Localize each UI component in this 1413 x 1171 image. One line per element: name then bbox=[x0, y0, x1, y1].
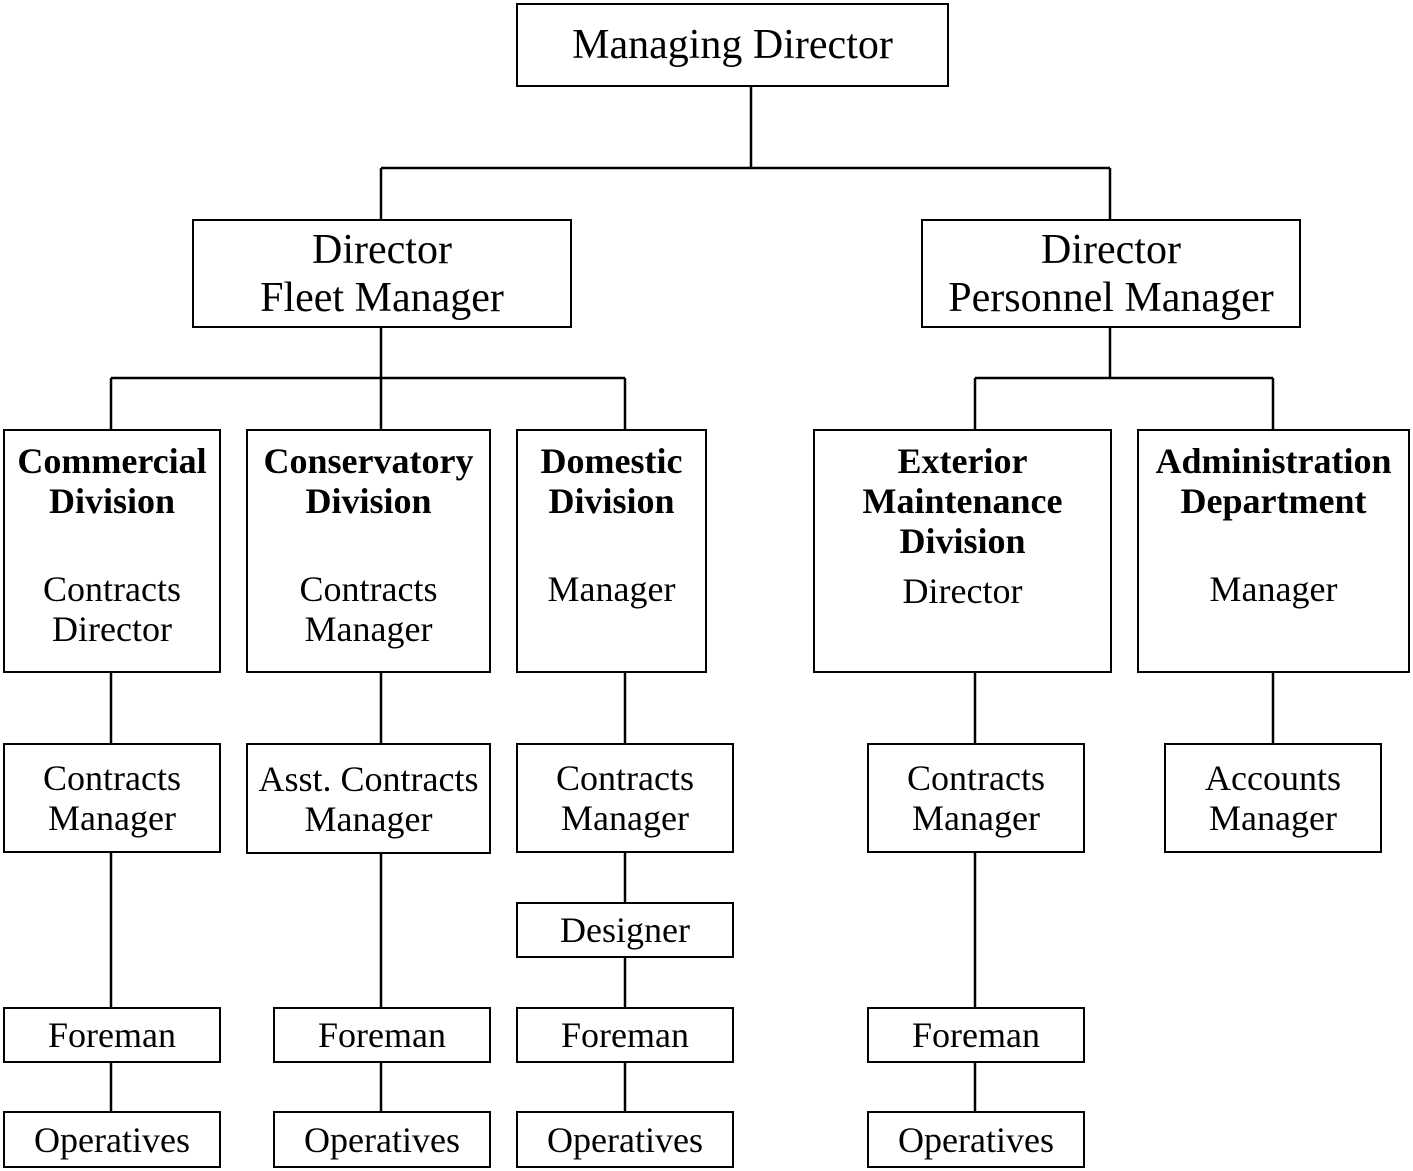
exterior-foreman-label: Foreman bbox=[912, 1015, 1040, 1055]
exterior-manager-line2: Manager bbox=[912, 798, 1040, 838]
conservatory-foreman-label: Foreman bbox=[318, 1015, 446, 1055]
accounts-manager-box: Accounts Manager bbox=[1164, 743, 1382, 853]
commercial-foreman-label: Foreman bbox=[48, 1015, 176, 1055]
conservatory-asst-contracts-manager-box: Asst. Contracts Manager bbox=[246, 743, 491, 854]
commercial-division-role-1: Contracts bbox=[43, 569, 181, 609]
domestic-manager-line2: Manager bbox=[561, 798, 689, 838]
director-personnel-line1: Director bbox=[1041, 226, 1181, 273]
conservatory-division-name-2: Division bbox=[305, 481, 432, 521]
commercial-division-role-2: Director bbox=[52, 609, 172, 649]
administration-department-name-1: Administration bbox=[1155, 441, 1392, 481]
domestic-foreman-label: Foreman bbox=[561, 1015, 689, 1055]
exterior-maintenance-division-box: Exterior Maintenance Division Director bbox=[813, 429, 1112, 673]
commercial-operatives-box: Operatives bbox=[3, 1111, 221, 1168]
domestic-division-name-1: Domestic bbox=[540, 441, 683, 481]
conservatory-division-role-1: Contracts bbox=[299, 569, 438, 609]
conservatory-division-role-2: Manager bbox=[304, 609, 433, 649]
commercial-division-name-2: Division bbox=[48, 481, 176, 521]
domestic-manager-line1: Contracts bbox=[556, 758, 694, 798]
domestic-designer-label: Designer bbox=[560, 910, 690, 950]
exterior-division-name-3: Division bbox=[899, 521, 1026, 561]
director-fleet-line2: Fleet Manager bbox=[260, 274, 504, 321]
conservatory-operatives-label: Operatives bbox=[304, 1119, 460, 1160]
commercial-foreman-box: Foreman bbox=[3, 1007, 221, 1063]
domestic-division-name-2: Division bbox=[548, 481, 675, 521]
conservatory-manager-line1: Asst. Contracts bbox=[258, 758, 479, 799]
exterior-foreman-box: Foreman bbox=[867, 1007, 1085, 1063]
administration-department-box: Administration Department Manager bbox=[1137, 429, 1410, 673]
exterior-operatives-label: Operatives bbox=[898, 1119, 1054, 1160]
exterior-manager-line1: Contracts bbox=[907, 758, 1045, 798]
commercial-division-box: Commercial Division Contracts Director bbox=[3, 429, 221, 673]
administration-department-role-1: Manager bbox=[1209, 569, 1338, 609]
managing-director-title: Managing Director bbox=[572, 22, 893, 68]
administration-manager-line2: Manager bbox=[1209, 798, 1337, 838]
exterior-division-name-2: Maintenance bbox=[862, 481, 1063, 521]
commercial-division-name-1: Commercial bbox=[17, 441, 207, 481]
managing-director-box: Managing Director bbox=[516, 3, 949, 87]
domestic-division-role-1: Manager bbox=[547, 569, 676, 609]
director-personnel-line2: Personnel Manager bbox=[948, 274, 1274, 321]
domestic-contracts-manager-box: Contracts Manager bbox=[516, 743, 734, 853]
commercial-manager-line1: Contracts bbox=[43, 758, 181, 798]
commercial-manager-line2: Manager bbox=[48, 798, 176, 838]
domestic-operatives-box: Operatives bbox=[516, 1111, 734, 1168]
domestic-foreman-box: Foreman bbox=[516, 1007, 734, 1063]
administration-department-name-2: Department bbox=[1180, 481, 1367, 521]
director-fleet-line1: Director bbox=[312, 226, 452, 273]
conservatory-foreman-box: Foreman bbox=[273, 1007, 491, 1063]
director-personnel-manager-box: Director Personnel Manager bbox=[921, 219, 1301, 328]
exterior-contracts-manager-box: Contracts Manager bbox=[867, 743, 1085, 853]
domestic-division-box: Domestic Division Manager bbox=[516, 429, 707, 673]
commercial-contracts-manager-box: Contracts Manager bbox=[3, 743, 221, 853]
conservatory-division-name-1: Conservatory bbox=[263, 441, 474, 481]
domestic-operatives-label: Operatives bbox=[547, 1119, 703, 1160]
conservatory-operatives-box: Operatives bbox=[273, 1111, 491, 1168]
commercial-operatives-label: Operatives bbox=[34, 1119, 190, 1160]
exterior-operatives-box: Operatives bbox=[867, 1111, 1085, 1168]
domestic-designer-box: Designer bbox=[516, 902, 734, 958]
conservatory-division-box: Conservatory Division Contracts Manager bbox=[246, 429, 491, 673]
director-fleet-manager-box: Director Fleet Manager bbox=[192, 219, 572, 328]
exterior-division-name-1: Exterior bbox=[897, 441, 1028, 481]
administration-manager-line1: Accounts bbox=[1205, 758, 1341, 798]
exterior-division-role-1: Director bbox=[902, 571, 1023, 611]
conservatory-manager-line2: Manager bbox=[304, 798, 433, 839]
